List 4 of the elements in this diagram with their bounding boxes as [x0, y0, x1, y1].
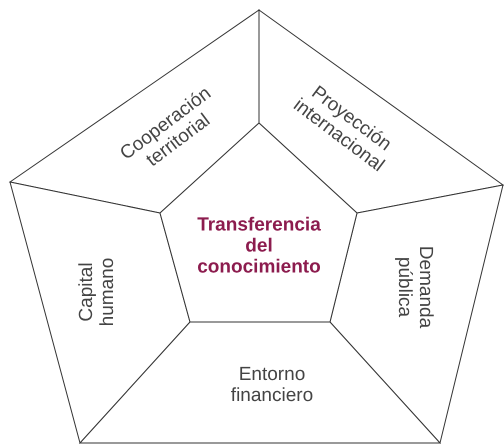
segment-label: Entorno financiero — [230, 364, 314, 406]
segment-label: Demanda pública — [394, 244, 436, 330]
center-title: Transferencia del conocimiento — [196, 214, 322, 278]
segment-label: Capital humano — [76, 256, 118, 328]
